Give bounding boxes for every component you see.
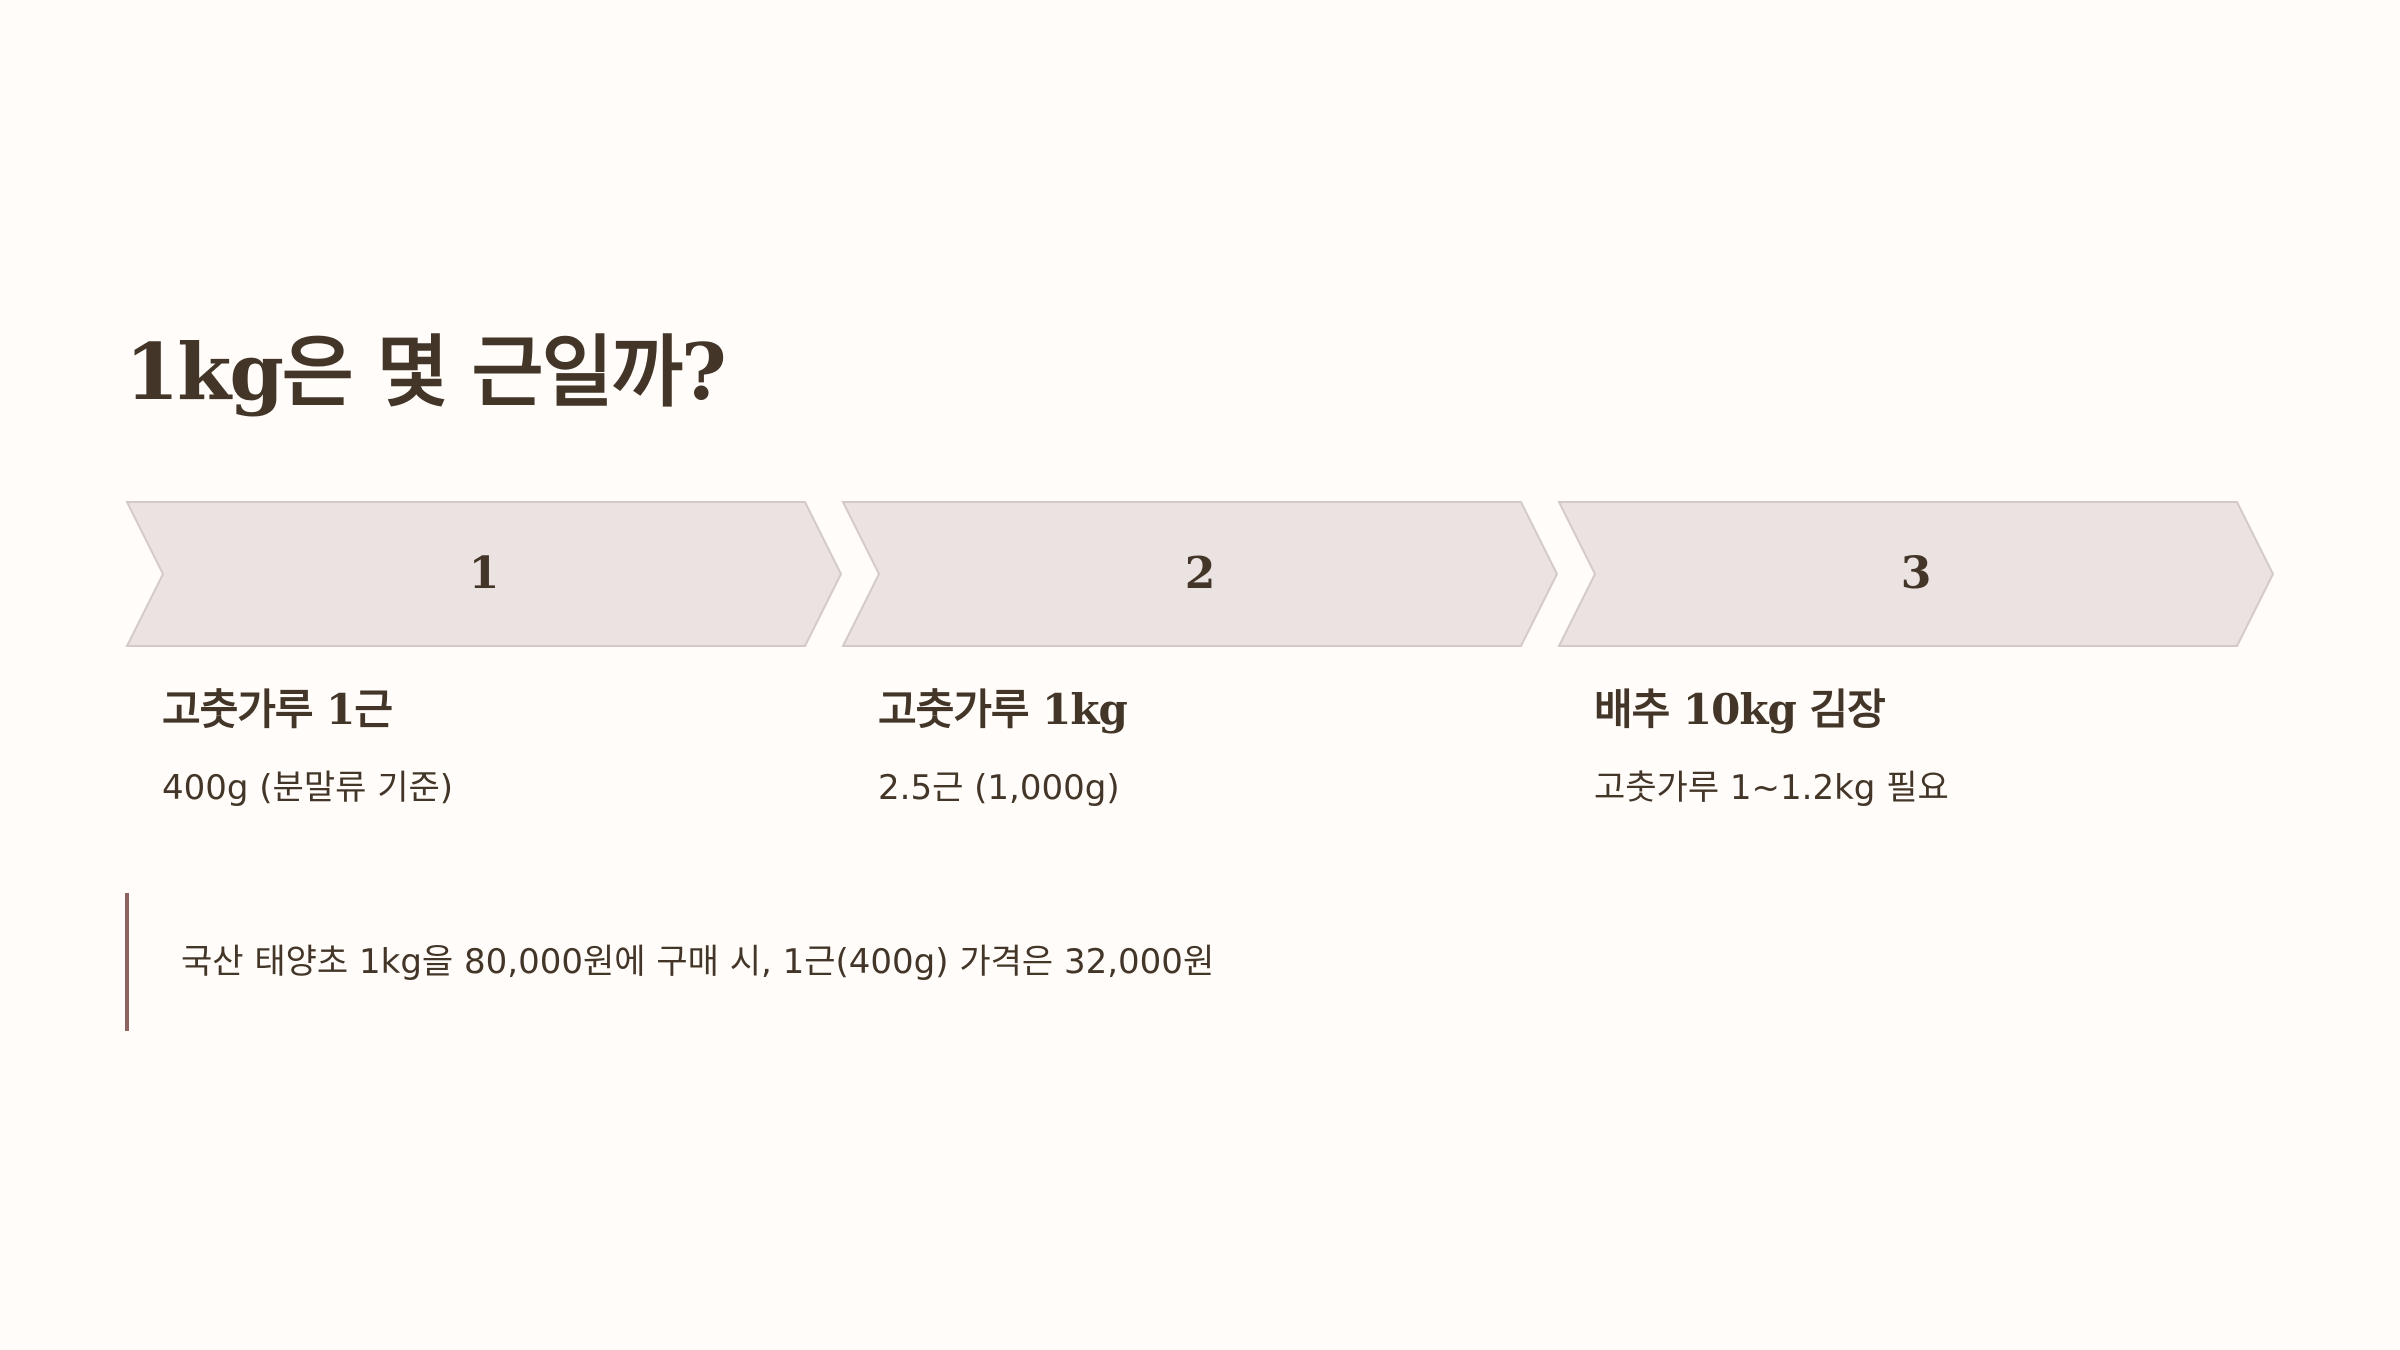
step-description: 400g (분말류 기준) bbox=[162, 768, 454, 808]
step-number: 1 bbox=[468, 548, 500, 599]
step-number: 2 bbox=[1184, 548, 1216, 599]
callout-text: 국산 태양초 1kg을 80,000원에 구매 시, 1근(400g) 가격은 … bbox=[181, 942, 1215, 982]
step-title: 고춧가루 1kg bbox=[878, 685, 1128, 734]
callout-note: 국산 태양초 1kg을 80,000원에 구매 시, 1근(400g) 가격은 … bbox=[125, 893, 1625, 1031]
chevron-arrow-shape bbox=[1557, 500, 2275, 648]
chevron-arrow-shape bbox=[841, 500, 1559, 648]
step-title: 고춧가루 1근 bbox=[162, 685, 393, 734]
step-number: 3 bbox=[1900, 548, 1932, 599]
step-1: 1 고춧가루 1근 400g (분말류 기준) bbox=[125, 500, 843, 848]
step-description: 2.5근 (1,000g) bbox=[878, 768, 1120, 808]
step-3: 3 배추 10kg 김장 고춧가루 1~1.2kg 필요 bbox=[1557, 500, 2275, 848]
callout-accent-bar bbox=[125, 893, 129, 1031]
step-2: 2 고춧가루 1kg 2.5근 (1,000g) bbox=[841, 500, 1559, 848]
step-title: 배추 10kg 김장 bbox=[1594, 685, 1886, 734]
step-description: 고춧가루 1~1.2kg 필요 bbox=[1594, 768, 1949, 808]
page-title: 1kg은 몇 근일까? bbox=[125, 327, 727, 418]
chevron-arrow-shape bbox=[125, 500, 843, 648]
